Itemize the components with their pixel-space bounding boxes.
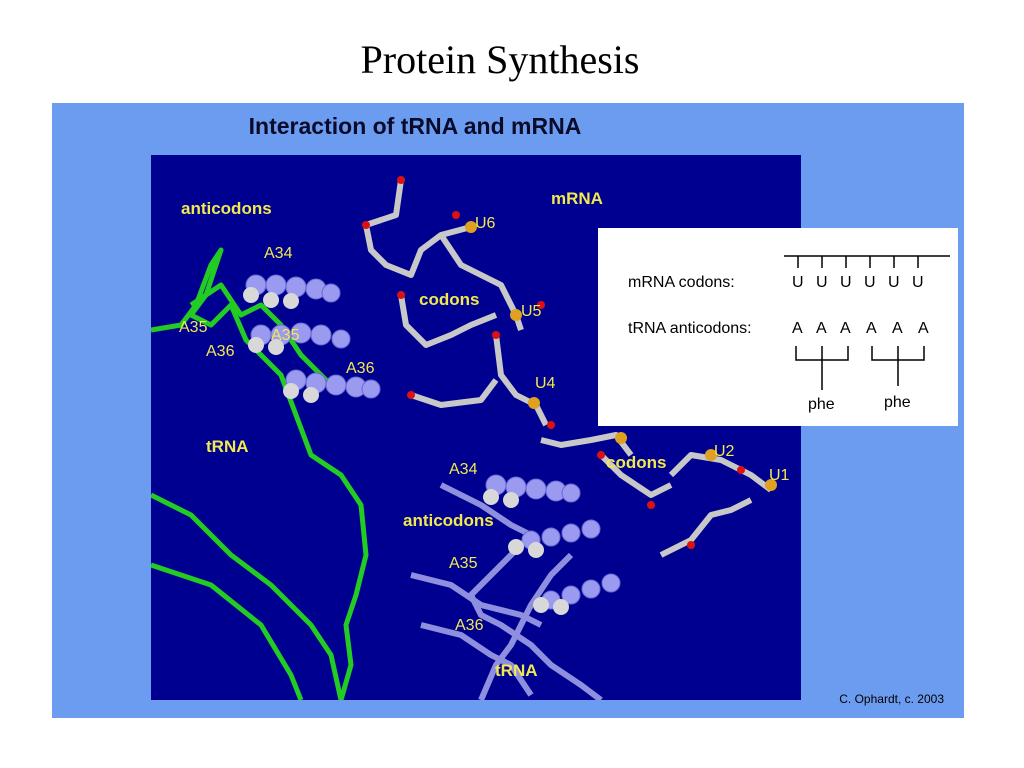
label-a36-left: A36 bbox=[206, 343, 235, 360]
molecule-view: anticodons mRNA codons tRNA A34 A35 A35 … bbox=[151, 155, 801, 700]
amino-acid-label: phe bbox=[808, 396, 835, 413]
label-u1: U1 bbox=[769, 467, 790, 484]
trna-base: A bbox=[840, 320, 851, 337]
label-mrna: mRNA bbox=[551, 189, 603, 208]
label-a34-left: A34 bbox=[264, 245, 293, 262]
trna-backbone-bottom bbox=[410, 482, 603, 700]
label-a35-left: A35 bbox=[179, 319, 208, 336]
trna-backbone-left bbox=[151, 247, 369, 700]
trna-base: A bbox=[918, 320, 929, 337]
bases-bottom-white bbox=[483, 489, 569, 615]
label-anticodons-bottom: anticodons bbox=[403, 511, 494, 530]
amino-acid-label: phe bbox=[884, 394, 911, 411]
label-anticodons-top: anticodons bbox=[181, 199, 272, 218]
figure-title: Interaction of tRNA and mRNA bbox=[248, 113, 582, 139]
codon-table-lines bbox=[784, 255, 950, 390]
label-codons-top: codons bbox=[419, 290, 480, 309]
label-trna-bottom: tRNA bbox=[495, 661, 538, 680]
mrna-base: U bbox=[840, 274, 852, 291]
mrna-base: U bbox=[888, 274, 900, 291]
label-u5: U5 bbox=[521, 303, 542, 320]
label-trna-left: tRNA bbox=[206, 437, 249, 456]
label-a36-bottom: A36 bbox=[455, 617, 484, 634]
mrna-base: U bbox=[864, 274, 876, 291]
trna-anticodons-label: tRNA anticodons: bbox=[628, 320, 752, 337]
atoms-accent bbox=[362, 176, 777, 549]
mrna-codons-label: mRNA codons: bbox=[628, 274, 735, 291]
figure-credit: C. Ophardt, c. 2003 bbox=[839, 692, 944, 706]
label-u6: U6 bbox=[475, 215, 496, 232]
mrna-base: U bbox=[792, 274, 804, 291]
label-u4: U4 bbox=[535, 375, 556, 392]
trna-base: A bbox=[866, 320, 877, 337]
bases-left-white bbox=[243, 287, 319, 403]
slide-title: Protein Synthesis bbox=[360, 37, 640, 82]
label-u2: U2 bbox=[714, 443, 735, 460]
bases-left bbox=[245, 274, 381, 399]
codon-table: mRNA codons: U U U U U U tRNA anticodons… bbox=[598, 228, 958, 426]
mrna-base: U bbox=[912, 274, 924, 291]
trna-base: A bbox=[892, 320, 903, 337]
molecule-illustration bbox=[151, 176, 777, 700]
mrna-base: U bbox=[816, 274, 828, 291]
label-a35-bottom: A35 bbox=[449, 555, 478, 572]
label-a36-left-b: A36 bbox=[346, 360, 375, 377]
trna-base: A bbox=[816, 320, 827, 337]
label-codons-mid: codons bbox=[606, 453, 667, 472]
label-a35-left-b: A35 bbox=[271, 327, 300, 344]
label-a34-bottom: A34 bbox=[449, 461, 478, 478]
trna-base: A bbox=[792, 320, 803, 337]
